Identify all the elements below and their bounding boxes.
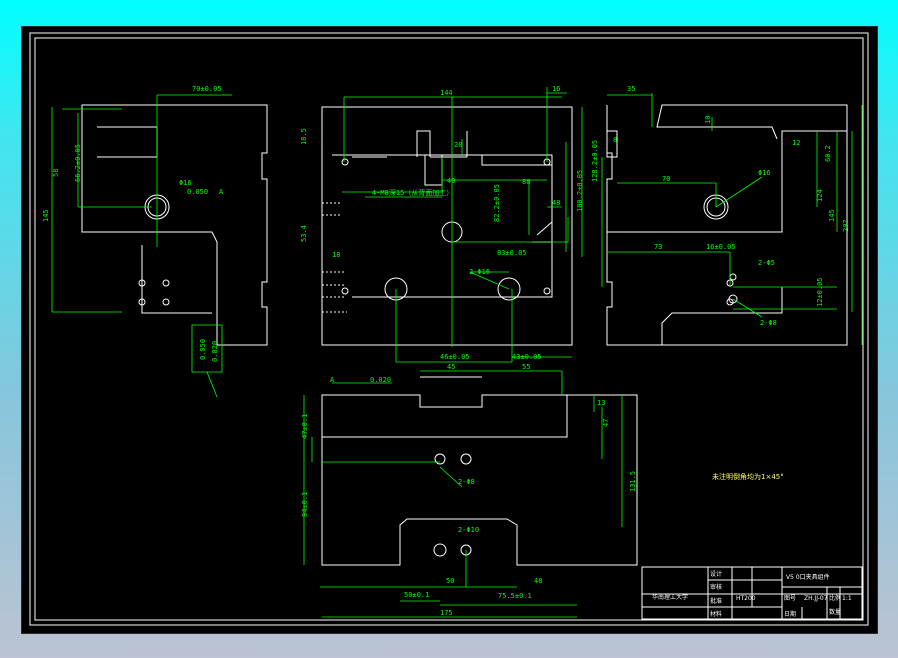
cad-drawing: 70±0.05 58 66.2±0.05 145 Φ16 0.050 A 0.0… [29, 32, 869, 626]
bottom-dim-10: 2-Φ8 [458, 478, 475, 486]
right-dim-10: 207 [842, 219, 850, 232]
left-tol-1: 0.050 [199, 339, 207, 360]
bottom-dim-12: 50 [446, 577, 454, 585]
title-label-review: 审核 [710, 583, 722, 591]
bottom-dim-8: 131.5 [629, 471, 637, 492]
outer-border [29, 32, 869, 626]
bottom-dim-3: 45 [447, 363, 455, 371]
right-dim-8: 124 [816, 189, 824, 202]
bottom-dim-11: 2-Φ10 [458, 526, 479, 534]
top-dim-9: 53.4 [300, 225, 308, 242]
inner-border [34, 37, 864, 621]
right-dim-14: 12±0.05 [816, 277, 824, 307]
right-dim-2: 8 [613, 136, 617, 144]
top-dim-1: 144 [440, 89, 453, 97]
top-dim-4: 20 [454, 141, 462, 149]
bottom-dim-13: 48 [534, 577, 542, 585]
bottom-dim-16: 175 [440, 609, 453, 617]
top-dim-6: 88 [522, 178, 530, 186]
top-dim-15: 2-Φ16 [469, 268, 490, 276]
top-dim-3: 18.5 [300, 128, 308, 145]
bottom-view [303, 370, 638, 618]
bottom-dim-6: 47 [602, 419, 610, 427]
left-dim-3: 66.2±0.05 [74, 144, 82, 182]
bottom-dim-2: 0.020 [370, 376, 391, 384]
left-dim-5: Φ16 [179, 179, 192, 187]
bottom-dim-14: 50±0.1 [404, 591, 429, 599]
title-label-approve: 批准 [710, 597, 722, 605]
top-dim-12: 128.2±0.05 [591, 140, 599, 182]
right-dim-13: 2-Φ5 [758, 259, 775, 267]
top-dim-14: 83±0.05 [497, 249, 527, 257]
top-dim-7: 4-M8深15（从背面加工） [372, 188, 453, 197]
title-block [641, 566, 863, 620]
right-dim-12: 16±0.05 [706, 243, 736, 251]
title-label-date: 日期 [784, 610, 796, 618]
left-view [51, 94, 268, 398]
right-dim-1: 35 [627, 85, 635, 93]
right-view [606, 93, 863, 346]
bottom-dim-7: 47±0.1 [301, 414, 309, 439]
bottom-dim-1: A [330, 376, 335, 384]
title-part-name: V5 0口夹具组件 [786, 573, 830, 581]
bottom-dim-15: 75.5±0.1 [498, 592, 532, 600]
left-dim-4: 145 [42, 209, 50, 222]
right-dim-7: Φ16 [758, 169, 771, 177]
left-dim-2: 58 [52, 169, 60, 177]
left-dim-7: A [219, 188, 224, 196]
title-school: 华南理工大学 [652, 593, 688, 601]
left-dim-1: 70±0.05 [192, 85, 222, 93]
right-dim-6: 70 [662, 175, 670, 183]
top-dim-11: 100.2±0.05 [576, 170, 584, 212]
bottom-dim-5: 13 [597, 399, 605, 407]
title-label-design: 设计 [710, 570, 722, 578]
title-label-qty: 数量 [829, 608, 841, 616]
top-view [321, 87, 603, 363]
top-dim-17: 43±0.05 [512, 353, 542, 361]
top-dim-16: 46±0.05 [440, 353, 470, 361]
right-dim-3: 10 [704, 116, 712, 124]
bottom-dim-9: 94±0.1 [301, 492, 309, 517]
title-drawing-no: ZH.JJ-07 [804, 595, 828, 602]
title-material: HT200 [736, 595, 756, 602]
left-dim-6: 0.050 [187, 188, 208, 196]
right-dim-15: 2-Φ8 [760, 319, 777, 327]
top-dim-8: 48 [552, 199, 560, 207]
top-dim-5: 40 [447, 177, 455, 185]
title-label-drawing: 图号 [784, 595, 796, 602]
top-dim-2: 16 [552, 85, 560, 93]
right-dim-9: 145 [828, 209, 836, 222]
top-dim-13: 18 [332, 251, 340, 259]
general-note: 未注明倒角均为1×45° [712, 472, 784, 481]
right-dim-5: 60.2 [824, 145, 832, 162]
bottom-dim-4: 55 [522, 363, 530, 371]
top-dim-10: 82.2±0.05 [493, 184, 501, 222]
title-scale: 1:1 [842, 595, 852, 602]
right-dim-4: 12 [792, 139, 800, 147]
left-tol-2: 0.020 [211, 341, 219, 362]
title-label-scale: 比例 [829, 594, 841, 602]
title-label-material: 材料 [710, 610, 722, 618]
drawing-canvas: 70±0.05 58 66.2±0.05 145 Φ16 0.050 A 0.0… [21, 26, 878, 634]
right-dim-11: 73 [654, 243, 662, 251]
